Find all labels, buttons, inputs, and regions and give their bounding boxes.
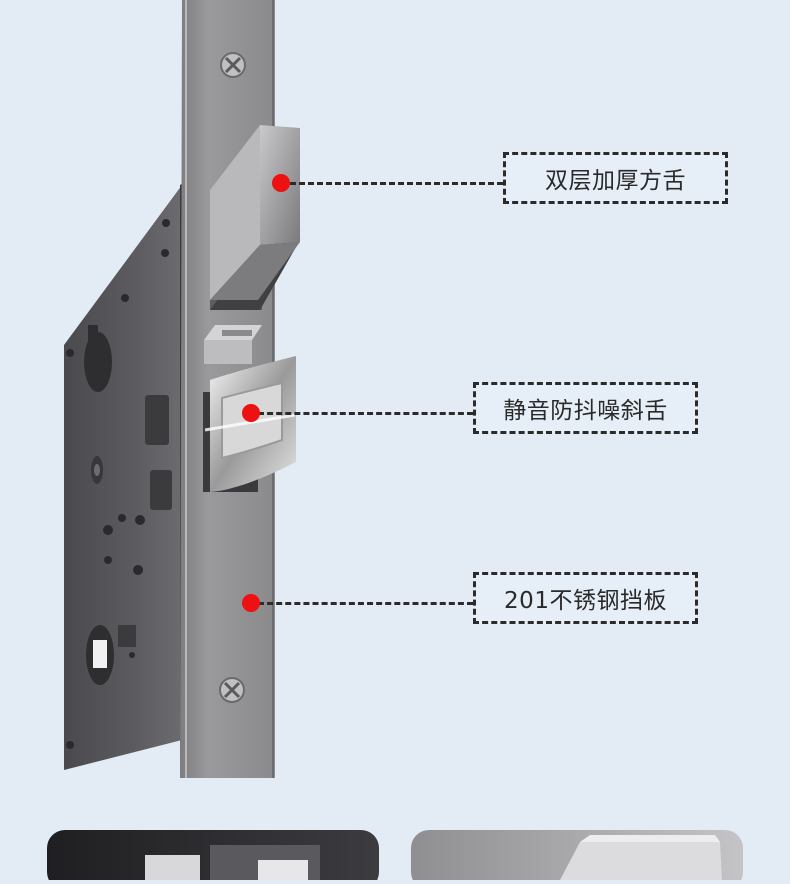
marker-dot-latch [242,404,260,422]
slanted-latch [203,356,296,492]
leader-line-faceplate [258,602,473,605]
callout-faceplate-label: 201不锈钢挡板 [504,588,667,614]
callout-deadbolt: 双层加厚方舌 [503,152,728,204]
bottom-screw [219,677,245,703]
callout-latch: 静音防抖噪斜舌 [473,382,698,434]
auxiliary-latch [204,325,262,364]
callout-latch-label: 静音防抖噪斜舌 [503,398,668,424]
callout-faceplate: 201不锈钢挡板 [473,572,698,624]
leader-line-deadbolt [290,182,503,185]
callout-deadbolt-label: 双层加厚方舌 [545,168,686,194]
top-screw [220,52,246,78]
marker-dot-faceplate [242,594,260,612]
marker-dot-deadbolt [272,174,290,192]
leader-line-latch [258,412,473,415]
